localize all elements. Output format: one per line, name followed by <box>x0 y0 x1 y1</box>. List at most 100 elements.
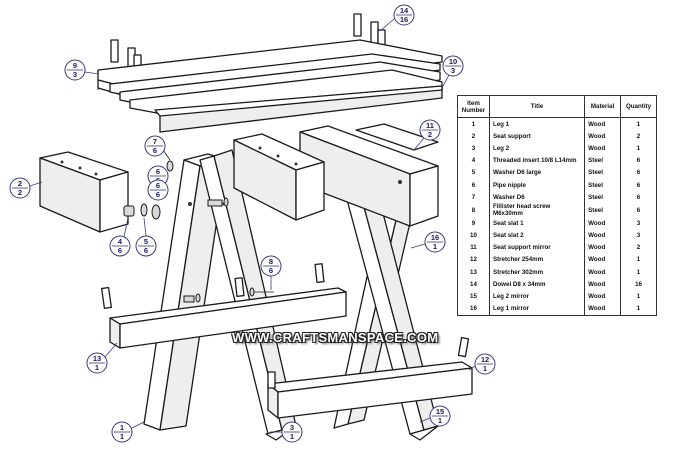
svg-text:11: 11 <box>426 121 434 130</box>
seat-slats <box>97 39 443 133</box>
cell-title: Stretcher 302mm <box>488 266 586 279</box>
cell-title: Stretcher 254mm <box>488 253 586 267</box>
cell-material: Wood <box>584 302 622 316</box>
cell-item-number: 4 <box>457 154 490 167</box>
svg-text:6: 6 <box>118 246 122 255</box>
svg-text:1: 1 <box>483 364 487 373</box>
cell-item-number: 14 <box>457 278 490 291</box>
svg-text:1: 1 <box>120 423 124 432</box>
cell-title: Leg 2 <box>488 142 586 155</box>
cell-title: Leg 1 mirror <box>488 302 586 316</box>
cell-item-number: 7 <box>457 191 490 204</box>
cell-material: Steel <box>584 166 622 179</box>
cell-item-number: 2 <box>457 130 490 143</box>
cell-quantity: 1 <box>620 266 657 279</box>
cell-title: Seat slat 2 <box>488 229 586 242</box>
cell-title: Threaded insert 10/8 L14mm <box>488 154 586 167</box>
svg-text:15: 15 <box>436 407 444 416</box>
cell-material: Steel <box>584 154 622 167</box>
cell-material: Wood <box>584 241 622 254</box>
cell-quantity: 1 <box>620 117 657 131</box>
watermark: WWW.CRAFTSMANSPACE.COM <box>232 330 439 345</box>
seat-support-left <box>39 151 129 233</box>
callout-12: 121 <box>468 353 496 375</box>
svg-text:2: 2 <box>18 188 22 197</box>
cell-material: Wood <box>584 229 622 242</box>
cell-title: Seat support <box>488 130 586 143</box>
cell-material: Wood <box>584 217 622 230</box>
cell-item-number: 10 <box>457 229 490 242</box>
seat-assembly <box>97 13 443 133</box>
cell-item-number: 9 <box>457 217 490 230</box>
cell-quantity: 6 <box>620 154 657 167</box>
svg-text:14: 14 <box>400 6 409 15</box>
svg-text:4: 4 <box>118 237 123 246</box>
svg-text:6: 6 <box>144 246 148 255</box>
cell-title: Seat slat 1 <box>488 217 586 230</box>
cell-title: Leg 2 mirror <box>488 290 586 303</box>
callout-9: 93 <box>64 59 100 81</box>
header-material: Material <box>584 95 622 118</box>
svg-text:6: 6 <box>269 266 273 275</box>
callout-16: 161 <box>410 231 446 253</box>
svg-text:3: 3 <box>73 70 77 79</box>
header-item-number: Item Number <box>457 95 490 118</box>
leg-1 <box>143 153 227 431</box>
svg-text:6: 6 <box>156 167 160 176</box>
svg-text:16: 16 <box>400 15 408 24</box>
callout-10: 103 <box>442 55 464 87</box>
stretcher-302mm <box>109 287 347 349</box>
cell-title: Pipe nipple <box>488 178 586 192</box>
cell-quantity: 2 <box>620 130 657 143</box>
cell-item-number: 5 <box>457 166 490 179</box>
cell-quantity: 6 <box>620 178 657 192</box>
cell-quantity: 1 <box>620 290 657 303</box>
svg-text:6: 6 <box>153 146 157 155</box>
screws <box>183 197 274 303</box>
callout-1: 11 <box>111 421 145 443</box>
svg-text:3: 3 <box>290 423 294 432</box>
svg-text:12: 12 <box>481 355 489 364</box>
cell-material: Wood <box>584 117 622 131</box>
cell-item-number: 1 <box>457 117 490 131</box>
cell-quantity: 1 <box>620 302 657 316</box>
cell-title: Washer D6 <box>488 191 586 204</box>
svg-text:8: 8 <box>269 257 273 266</box>
cell-quantity: 16 <box>620 278 657 291</box>
cell-quantity: 6 <box>620 191 657 204</box>
table-header-row: Item Number Title Material Quantity <box>457 95 657 118</box>
cell-quantity: 3 <box>620 217 657 230</box>
callout-8: 86 <box>260 255 282 290</box>
svg-text:1: 1 <box>95 363 99 372</box>
cell-title: Dowel D8 x 34mm <box>488 278 586 291</box>
cell-quantity: 6 <box>620 203 657 218</box>
dowels-loose <box>100 263 470 389</box>
cell-item-number: 12 <box>457 253 490 267</box>
callout-13: 131 <box>86 342 118 374</box>
cell-item-number: 8 <box>457 203 490 218</box>
cell-material: Wood <box>584 290 622 303</box>
cell-quantity: 1 <box>620 142 657 155</box>
cell-title: Fillister head screw M6x30mm <box>488 203 586 218</box>
cell-item-number: 6 <box>457 178 490 192</box>
cell-quantity: 3 <box>620 229 657 242</box>
cell-quantity: 6 <box>620 166 657 179</box>
cell-quantity: 1 <box>620 253 657 267</box>
callout-15: 151 <box>419 405 451 427</box>
svg-text:2: 2 <box>428 130 432 139</box>
callout-5: 56 <box>135 217 157 257</box>
svg-text:16: 16 <box>431 233 439 242</box>
